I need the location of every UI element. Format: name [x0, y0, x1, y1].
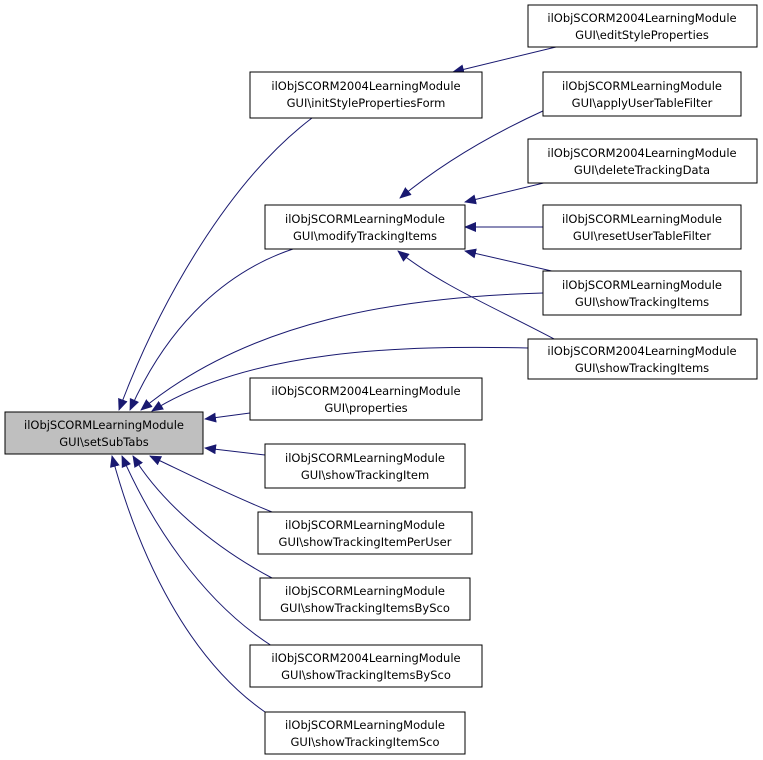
- node-method-label: GUI\showTrackingItem: [301, 468, 429, 482]
- node-class-label: ilObjSCORMLearningModule: [562, 278, 722, 292]
- node-setSubTabs[interactable]: ilObjSCORMLearningModule GUI\setSubTabs: [4, 411, 204, 455]
- node-class-label: ilObjSCORMLearningModule: [285, 584, 445, 598]
- node-showTrackingItemSco[interactable]: ilObjSCORMLearningModule GUI\showTrackin…: [264, 711, 466, 755]
- node-class-label: ilObjSCORM2004LearningModule: [271, 651, 460, 665]
- node-showTrackingItemsBySco[interactable]: ilObjSCORMLearningModule GUI\showTrackin…: [259, 577, 471, 621]
- node-class-label: ilObjSCORMLearningModule: [285, 718, 445, 732]
- edge-props-to-root: [204, 412, 251, 423]
- node-method-label: GUI\showTrackingItemSco: [290, 735, 439, 749]
- edge-sti04-to-root: [151, 346, 529, 412]
- node-showTrackingItems-2004[interactable]: ilObjSCORM2004LearningModule GUI\showTra…: [527, 338, 758, 380]
- edge-edit-to-init: [452, 46, 557, 75]
- edge-st1-to-root: [204, 444, 266, 456]
- node-showTrackingItem[interactable]: ilObjSCORMLearningModule GUI\showTrackin…: [264, 443, 466, 489]
- node-class-label: ilObjSCORMLearningModule: [562, 212, 722, 226]
- node-method-label: GUI\setSubTabs: [59, 435, 149, 449]
- node-class-label: ilObjSCORMLearningModule: [285, 451, 445, 465]
- edge-sti04-to-mod: [397, 250, 557, 341]
- edge-mod-to-root: [129, 248, 294, 411]
- node-initStylePropertiesForm[interactable]: ilObjSCORM2004LearningModule GUI\initSty…: [249, 71, 483, 119]
- node-class-label: ilObjSCORMLearningModule: [285, 518, 445, 532]
- node-method-label: GUI\resetUserTableFilter: [573, 229, 711, 243]
- edge-sti-to-root: [140, 292, 544, 411]
- node-class-label: ilObjSCORMLearningModule: [285, 212, 445, 226]
- edges: [110, 46, 557, 713]
- node-method-label: GUI\editStyleProperties: [575, 28, 709, 42]
- node-method-label: GUI\showTrackingItemPerUser: [279, 535, 452, 549]
- edge-stbs04-to-root: [121, 455, 273, 647]
- node-method-label: GUI\showTrackingItems: [575, 361, 709, 375]
- node-method-label: GUI\properties: [324, 401, 407, 415]
- edge-stbs-to-root: [132, 455, 273, 579]
- node-method-label: GUI\initStylePropertiesForm: [287, 96, 446, 110]
- node-class-label: ilObjSCORM2004LearningModule: [547, 344, 736, 358]
- node-class-label: ilObjSCORMLearningModule: [24, 418, 184, 432]
- node-method-label: GUI\applyUserTableFilter: [572, 96, 713, 110]
- node-showTrackingItemsBySco-2004[interactable]: ilObjSCORM2004LearningModule GUI\showTra…: [249, 644, 483, 688]
- node-method-label: GUI\deleteTrackingData: [574, 163, 710, 177]
- node-properties[interactable]: ilObjSCORM2004LearningModule GUI\propert…: [249, 377, 483, 421]
- node-method-label: GUI\modifyTrackingItems: [293, 229, 437, 243]
- edge-stsco-to-root: [110, 455, 266, 713]
- edge-sti-to-mod: [464, 248, 557, 273]
- node-class-label: ilObjSCORM2004LearningModule: [547, 11, 736, 25]
- node-resetUserTableFilter[interactable]: ilObjSCORMLearningModule GUI\resetUserTa…: [542, 204, 742, 250]
- node-class-label: ilObjSCORMLearningModule: [562, 79, 722, 93]
- node-class-label: ilObjSCORM2004LearningModule: [271, 79, 460, 93]
- node-deleteTrackingData[interactable]: ilObjSCORM2004LearningModule GUI\deleteT…: [527, 138, 758, 184]
- node-method-label: GUI\showTrackingItemsBySco: [280, 601, 450, 615]
- edge-apply-to-mod: [399, 109, 546, 199]
- node-showTrackingItems[interactable]: ilObjSCORMLearningModule GUI\showTrackin…: [542, 270, 742, 316]
- node-class-label: ilObjSCORM2004LearningModule: [547, 146, 736, 160]
- node-modifyTrackingItems[interactable]: ilObjSCORMLearningModule GUI\modifyTrack…: [264, 204, 466, 250]
- node-applyUserTableFilter[interactable]: ilObjSCORMLearningModule GUI\applyUserTa…: [542, 71, 742, 117]
- edge-del-to-mod: [464, 179, 557, 205]
- edge-init-to-root: [118, 117, 313, 411]
- node-method-label: GUI\showTrackingItemsBySco: [281, 668, 451, 682]
- node-class-label: ilObjSCORM2004LearningModule: [271, 384, 460, 398]
- node-editStyleProperties[interactable]: ilObjSCORM2004LearningModule GUI\editSty…: [527, 4, 758, 48]
- edge-stpu-to-root: [149, 455, 273, 513]
- node-method-label: GUI\showTrackingItems: [575, 295, 709, 309]
- node-showTrackingItemPerUser[interactable]: ilObjSCORMLearningModule GUI\showTrackin…: [257, 511, 473, 555]
